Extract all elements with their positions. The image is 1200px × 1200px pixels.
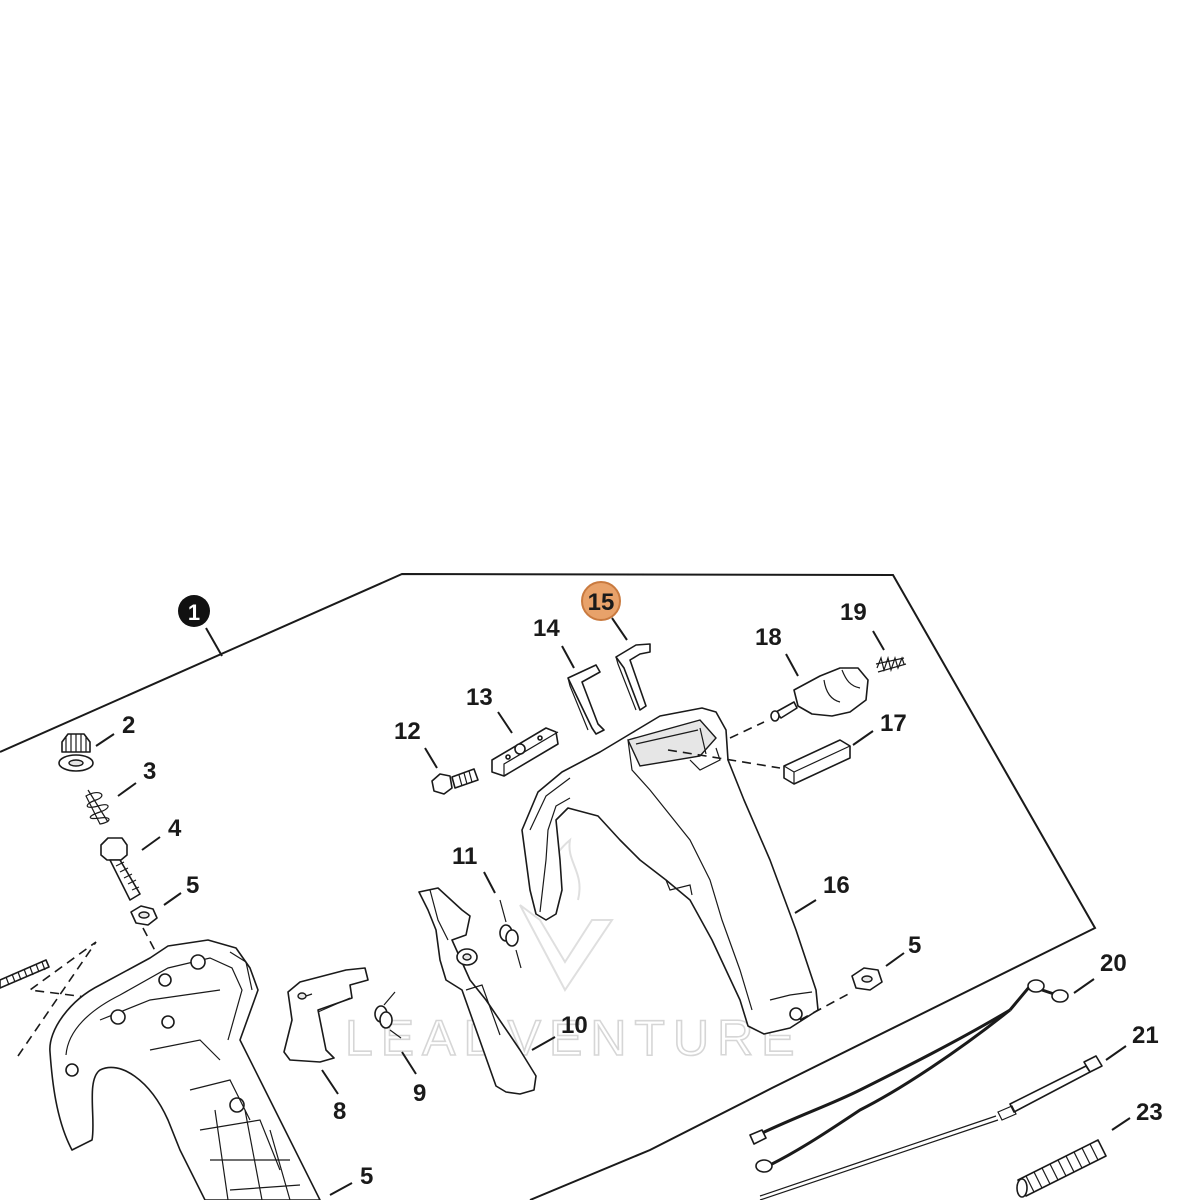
callout-21[interactable]: 20: [1100, 950, 1127, 977]
watermark-text: LEADVENTURE: [345, 1010, 803, 1066]
callout-4[interactable]: 4: [168, 815, 182, 842]
leader-23: [1111, 1117, 1131, 1131]
part-16-clip[interactable]: [615, 643, 651, 711]
leader-5-right: [885, 952, 905, 967]
part-5-nut-right[interactable]: [851, 967, 883, 991]
leader-16: [611, 617, 628, 641]
part-17-rear-handle[interactable]: [521, 707, 819, 1035]
leader-12: [483, 871, 496, 894]
leader-10: [401, 1051, 417, 1075]
part-2-knob[interactable]: [58, 733, 94, 772]
part-10-spring[interactable]: [374, 991, 402, 1039]
assembly-path-19: [729, 721, 765, 739]
callout-18[interactable]: 17: [880, 710, 907, 737]
assembly-path-5b: [799, 991, 853, 1021]
leader-3: [117, 782, 137, 797]
callout-5-left[interactable]: 5: [186, 872, 199, 899]
leader-13: [424, 747, 438, 769]
part-19-switch[interactable]: [770, 667, 869, 722]
part-14-plate[interactable]: [491, 727, 559, 777]
callout-5-right[interactable]: 5: [908, 932, 921, 959]
callout-2[interactable]: 2: [122, 712, 135, 739]
part-20-spring[interactable]: [875, 655, 907, 673]
assembly-path-18: [667, 749, 781, 769]
leader-5-left: [163, 892, 182, 906]
callout-16-highlight[interactable]: 15: [581, 581, 621, 621]
assembly-callout-number: 1: [188, 600, 200, 625]
callout-20[interactable]: 19: [840, 599, 867, 626]
callout-13[interactable]: 12: [394, 718, 421, 745]
callout-14[interactable]: 13: [466, 684, 493, 711]
leader-22: [1105, 1045, 1127, 1061]
part-threaded-rod[interactable]: [0, 959, 50, 989]
callout-9[interactable]: 8: [333, 1098, 346, 1125]
leader-18: [852, 730, 874, 746]
leader-9: [321, 1069, 339, 1095]
callout-17[interactable]: 16: [823, 872, 850, 899]
leader-21: [1073, 978, 1095, 994]
part-15-bracket[interactable]: [567, 664, 605, 735]
callout-8[interactable]: 5: [360, 1163, 373, 1190]
leader-15: [561, 645, 575, 669]
part-12-spring[interactable]: [499, 899, 522, 969]
leader-8: [329, 1182, 353, 1196]
callout-19[interactable]: 18: [755, 624, 782, 651]
part-3-spring[interactable]: [85, 789, 110, 825]
part-13-screw[interactable]: [431, 768, 479, 795]
part-9-lever[interactable]: [283, 967, 369, 1063]
leader-19: [785, 653, 799, 677]
leader-17: [794, 899, 817, 914]
part-11-trigger[interactable]: [418, 887, 537, 1095]
leader-14: [497, 711, 513, 734]
callout-10[interactable]: 9: [413, 1080, 426, 1107]
callout-16: 15: [588, 589, 615, 616]
callout-22[interactable]: 21: [1132, 1022, 1159, 1049]
part-4-bolt[interactable]: [100, 837, 141, 901]
part-23-conduit[interactable]: [1016, 1139, 1107, 1198]
leader-2: [95, 733, 115, 747]
leader-11: [531, 1036, 556, 1051]
callout-15[interactable]: 14: [533, 615, 560, 642]
callout-3[interactable]: 3: [143, 758, 156, 785]
part-21-wire-harness[interactable]: [749, 979, 1069, 1173]
leader-20: [872, 630, 885, 651]
part-22-throttle-cable[interactable]: [759, 1055, 1103, 1200]
callout-11[interactable]: 10: [561, 1012, 588, 1039]
callout-12[interactable]: 11: [452, 843, 477, 870]
part-5-nut-left[interactable]: [130, 905, 158, 926]
assembly-callout-1[interactable]: 1: [178, 595, 223, 657]
part-8-handle-housing[interactable]: [49, 939, 321, 1200]
part-18-pad[interactable]: [783, 739, 851, 785]
leader-4: [141, 836, 161, 851]
assembly-outline: [0, 572, 1097, 1200]
callout-23[interactable]: 23: [1136, 1099, 1163, 1126]
